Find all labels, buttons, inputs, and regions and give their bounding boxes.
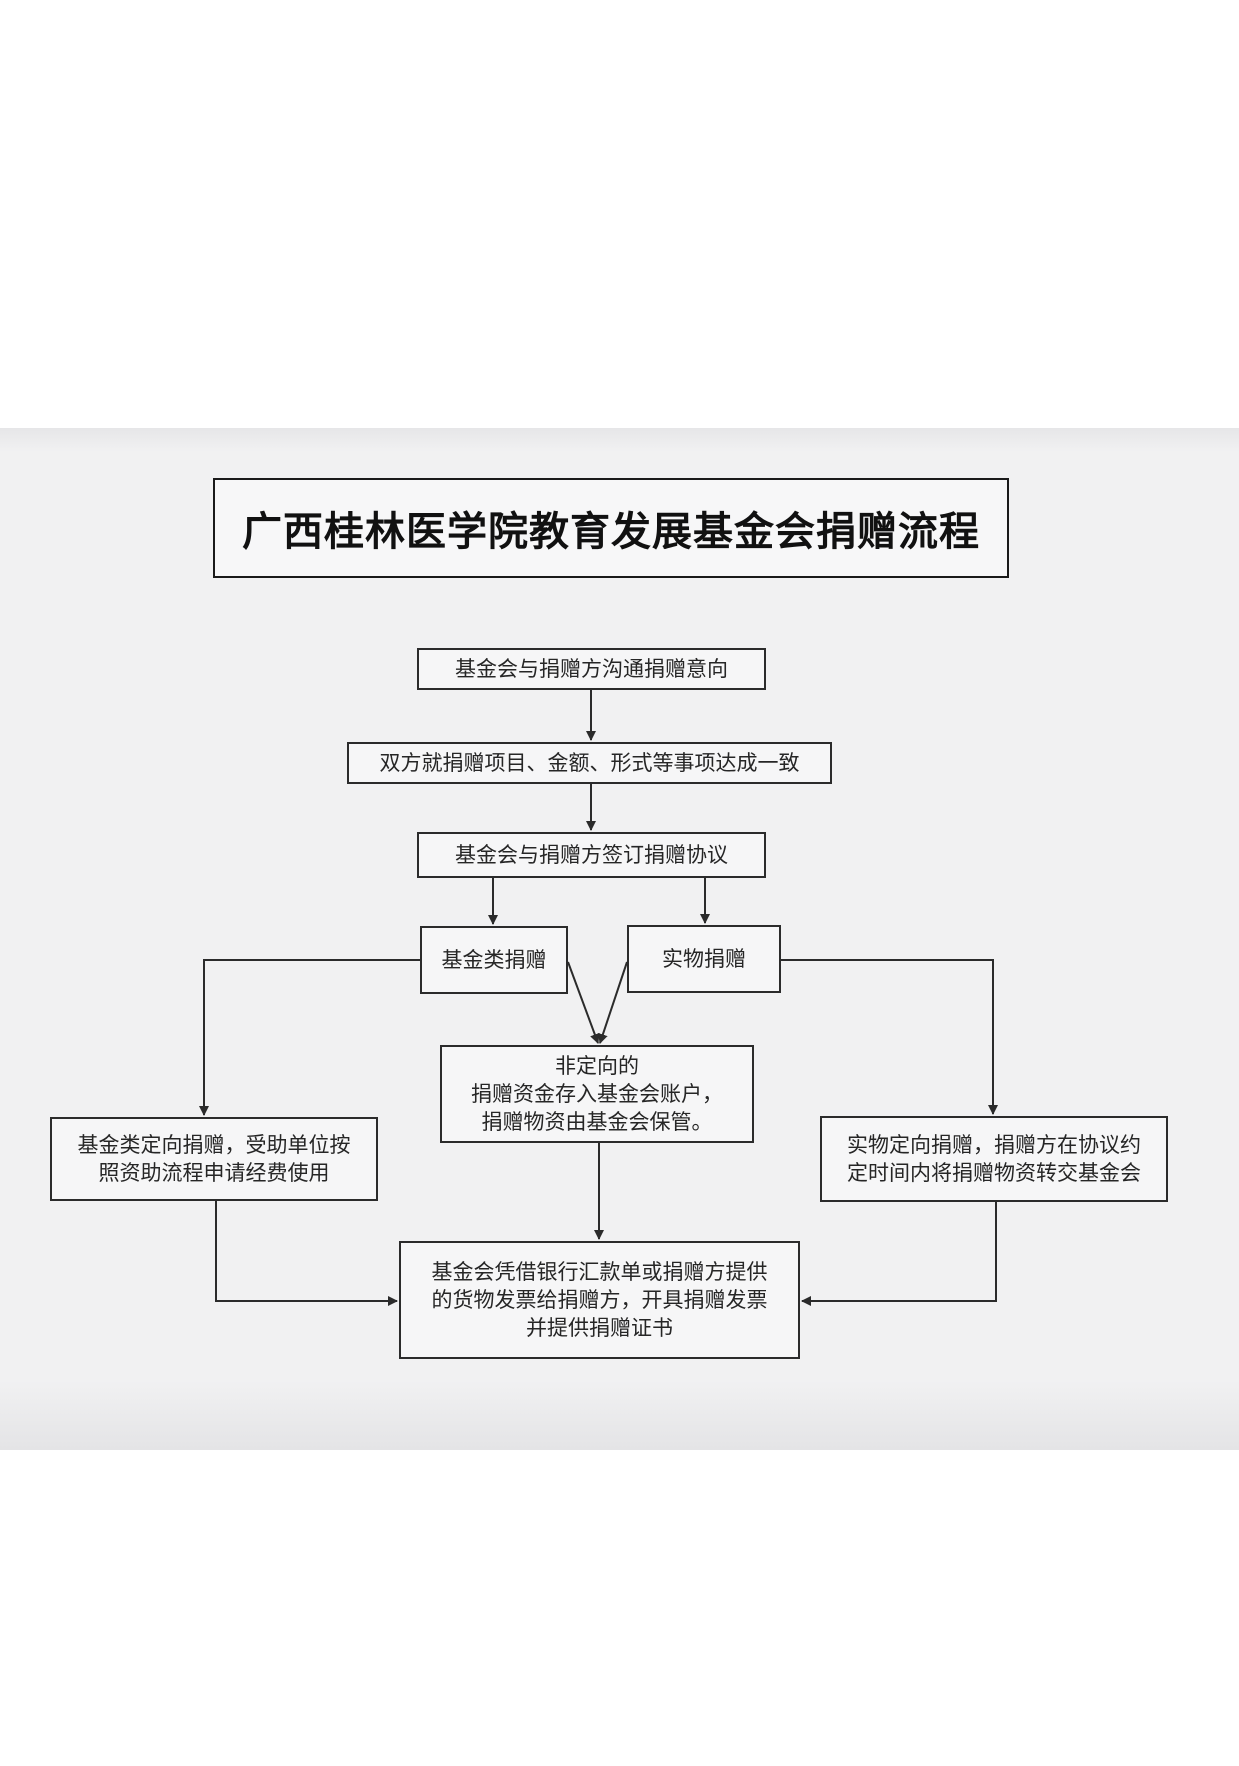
node-communicate: 基金会与捐赠方沟通捐赠意向 xyxy=(417,648,766,690)
node-agree: 双方就捐赠项目、金额、形式等事项达成一致 xyxy=(347,742,832,784)
node-goods-directed: 实物定向捐赠，捐赠方在协议约 定时间内将捐赠物资转交基金会 xyxy=(820,1116,1168,1202)
flowchart-title: 广西桂林医学院教育发展基金会捐赠流程 xyxy=(213,478,1009,578)
node-fund-donation: 基金类捐赠 xyxy=(420,926,568,994)
node-goods-donation: 实物捐赠 xyxy=(627,925,781,993)
node-receipt: 基金会凭借银行汇款单或捐赠方提供 的货物发票给捐赠方，开具捐赠发票 并提供捐赠证… xyxy=(399,1241,800,1359)
scan-edge-top xyxy=(0,428,1239,452)
scan-edge-bottom xyxy=(0,1380,1239,1450)
node-non-directed: 非定向的 捐赠资金存入基金会账户， 捐赠物资由基金会保管。 xyxy=(440,1045,754,1143)
node-sign: 基金会与捐赠方签订捐赠协议 xyxy=(417,832,766,878)
node-fund-directed: 基金类定向捐赠，受助单位按 照资助流程申请经费使用 xyxy=(50,1117,378,1201)
